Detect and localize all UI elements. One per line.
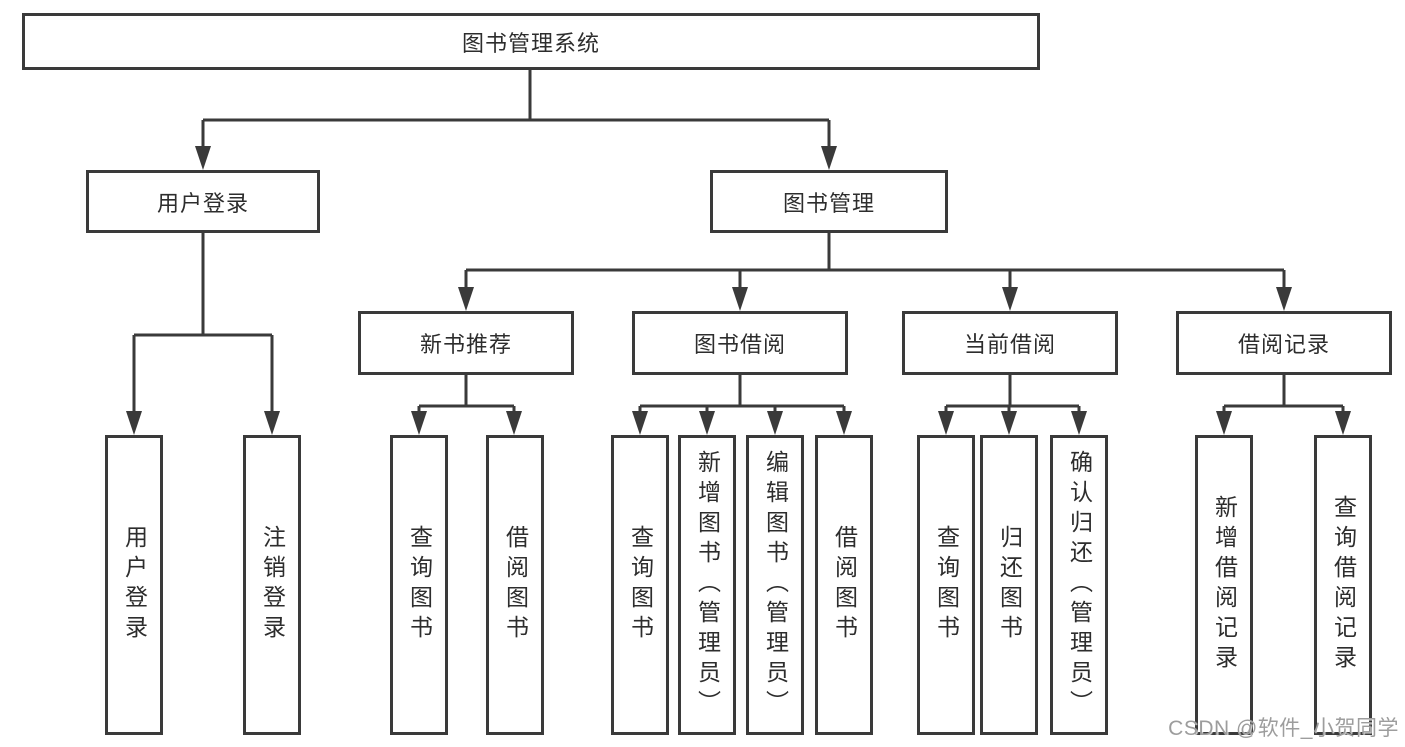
node-user-login-branch: 用户登录 bbox=[86, 170, 320, 233]
node-borrowing-records: 借阅记录 bbox=[1176, 311, 1392, 375]
arrowhead bbox=[1001, 411, 1017, 435]
arrowhead bbox=[836, 411, 852, 435]
arrowhead bbox=[821, 146, 837, 170]
leaf-user-login: 用户登录 bbox=[105, 435, 163, 735]
arrowhead bbox=[264, 411, 280, 435]
node-label: 图书借阅 bbox=[693, 332, 786, 357]
leaf-add-books-admin: 新增图书（管理员） bbox=[678, 435, 736, 735]
leaf-borrow-books-1: 借阅图书 bbox=[486, 435, 544, 735]
arrowhead bbox=[195, 146, 211, 170]
node-label: 用户登录 bbox=[156, 190, 249, 216]
arrowhead bbox=[411, 411, 427, 435]
arrowhead bbox=[1216, 411, 1232, 435]
node-label: 新书推荐 bbox=[419, 332, 512, 357]
arrowhead bbox=[632, 411, 648, 435]
node-root-system: 图书管理系统 bbox=[22, 13, 1040, 70]
leaf-logout: 注销登录 bbox=[243, 435, 301, 735]
node-book-borrowing: 图书借阅 bbox=[632, 311, 848, 375]
node-label: 确认归还（管理员） bbox=[1066, 450, 1093, 720]
node-book-management-branch: 图书管理 bbox=[710, 170, 948, 233]
arrowhead bbox=[506, 411, 522, 435]
node-label: 借阅图书 bbox=[831, 525, 858, 645]
leaf-query-books-3: 查询图书 bbox=[917, 435, 975, 735]
leaf-query-borrow-record: 查询借阅记录 bbox=[1314, 435, 1372, 735]
node-label: 查询图书 bbox=[627, 525, 654, 645]
arrowhead bbox=[699, 411, 715, 435]
node-label: 查询图书 bbox=[933, 525, 960, 645]
connector-root-to-level2 bbox=[132, 70, 1345, 414]
node-label: 当前借阅 bbox=[963, 332, 1056, 357]
arrowhead bbox=[767, 411, 783, 435]
arrowhead bbox=[1071, 411, 1087, 435]
node-label: 图书管理 bbox=[782, 190, 875, 216]
leaf-query-books-2: 查询图书 bbox=[611, 435, 669, 735]
arrowhead bbox=[938, 411, 954, 435]
leaf-add-borrow-record: 新增借阅记录 bbox=[1195, 435, 1253, 735]
leaf-borrow-books-2: 借阅图书 bbox=[815, 435, 873, 735]
node-current-borrowing: 当前借阅 bbox=[902, 311, 1118, 375]
leaf-confirm-return-admin: 确认归还（管理员） bbox=[1050, 435, 1108, 735]
node-label: 新增借阅记录 bbox=[1211, 495, 1238, 675]
arrowhead bbox=[458, 287, 474, 311]
arrowhead bbox=[1335, 411, 1351, 435]
node-new-book-recommend: 新书推荐 bbox=[358, 311, 574, 375]
node-label: 用户登录 bbox=[121, 525, 148, 645]
node-label: 图书管理系统 bbox=[461, 30, 600, 56]
node-label: 编辑图书（管理员） bbox=[762, 450, 789, 720]
leaf-query-books-1: 查询图书 bbox=[390, 435, 448, 735]
node-label: 借阅图书 bbox=[502, 525, 529, 645]
leaf-edit-books-admin: 编辑图书（管理员） bbox=[746, 435, 804, 735]
watermark: CSDN @软件_小贺同学 bbox=[1168, 717, 1399, 740]
node-label: 查询图书 bbox=[406, 525, 433, 645]
arrowhead bbox=[732, 287, 748, 311]
node-label: 注销登录 bbox=[259, 525, 286, 645]
node-label: 归还图书 bbox=[996, 525, 1023, 645]
leaf-return-books: 归还图书 bbox=[980, 435, 1038, 735]
node-label: 新增图书（管理员） bbox=[694, 450, 721, 720]
arrowhead bbox=[126, 411, 142, 435]
arrowhead bbox=[1276, 287, 1292, 311]
node-label: 借阅记录 bbox=[1237, 332, 1330, 357]
node-label: 查询借阅记录 bbox=[1330, 495, 1357, 675]
arrowhead bbox=[1002, 287, 1018, 311]
